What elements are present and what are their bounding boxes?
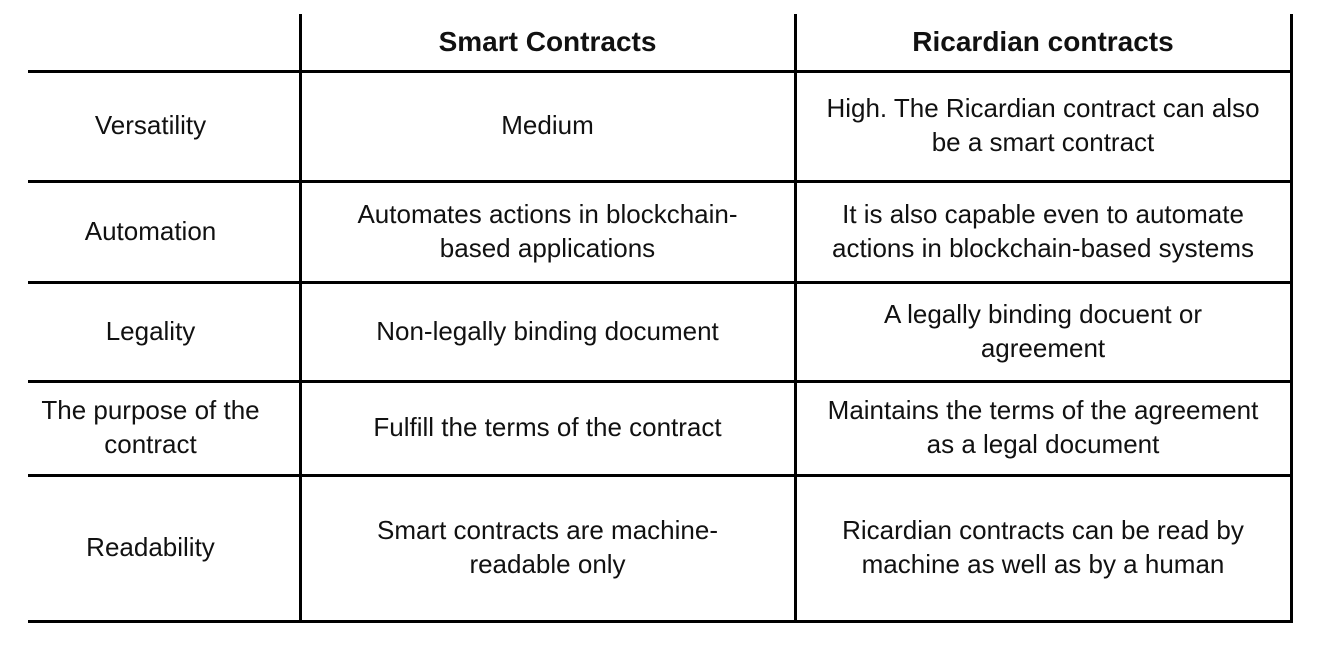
header-row: Smart Contracts Ricardian contracts — [28, 14, 1293, 73]
readability-ricardian-cell: Ricardian contracts can be read by machi… — [795, 475, 1293, 623]
legality-ricardian-cell: A legally binding docuent or agreement — [795, 282, 1293, 383]
row-label-purpose: The purpose of the contract — [28, 381, 302, 477]
table-row-legality: Legality Non-legally binding document A … — [28, 282, 1293, 383]
automation-ricardian-cell: It is also capable even to automate acti… — [795, 181, 1293, 284]
versatility-smart-cell: Medium — [300, 71, 797, 183]
table-row-automation: Automation Automates actions in blockcha… — [28, 181, 1293, 284]
table-row-versatility: Versatility Medium High. The Ricardian c… — [28, 71, 1293, 183]
legality-smart-cell: Non-legally binding document — [300, 282, 797, 383]
row-label-legality: Legality — [28, 282, 302, 383]
table-row-readability: Readability Smart contracts are machine-… — [28, 475, 1293, 623]
versatility-ricardian-cell: High. The Ricardian contract can also be… — [795, 71, 1293, 183]
purpose-smart-cell: Fulfill the terms of the contract — [300, 381, 797, 477]
row-label-automation: Automation — [28, 181, 302, 284]
readability-smart-cell: Smart contracts are machine-readable onl… — [300, 475, 797, 623]
row-label-readability: Readability — [28, 475, 302, 623]
contracts-comparison-table: Smart Contracts Ricardian contracts Vers… — [28, 14, 1293, 623]
table-row-purpose: The purpose of the contract Fulfill the … — [28, 381, 1293, 477]
purpose-ricardian-cell: Maintains the terms of the agreement as … — [795, 381, 1293, 477]
corner-cell — [28, 14, 302, 73]
automation-smart-cell: Automates actions in blockchain-based ap… — [300, 181, 797, 284]
column-header-ricardian-contracts: Ricardian contracts — [795, 14, 1293, 73]
column-header-smart-contracts: Smart Contracts — [300, 14, 797, 73]
row-label-versatility: Versatility — [28, 71, 302, 183]
